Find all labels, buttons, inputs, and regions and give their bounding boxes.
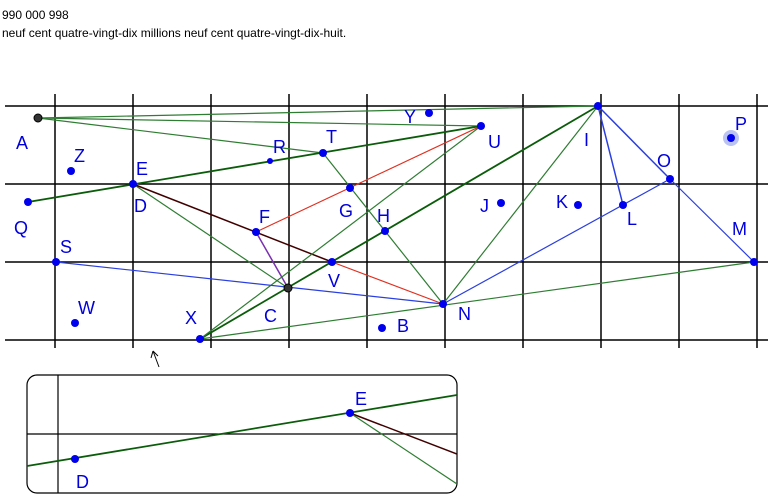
- segment-o-m[interactable]: [669, 178, 755, 263]
- label-o: O: [657, 151, 671, 171]
- point-t[interactable]: [319, 149, 327, 157]
- inset-segment-e-v: [349, 412, 457, 455]
- inset-segment-e-c: [349, 412, 457, 485]
- point-v[interactable]: [328, 258, 336, 266]
- point-k[interactable]: [574, 201, 582, 209]
- segment-e-v[interactable]: [132, 183, 333, 263]
- label-l: L: [627, 209, 637, 229]
- point-f[interactable]: [252, 228, 260, 236]
- label-b: B: [397, 316, 409, 336]
- segment-a-t[interactable]: [37, 117, 324, 154]
- label-h: H: [377, 206, 390, 226]
- zoom-inset[interactable]: E D: [26, 374, 458, 494]
- label-u: U: [488, 132, 501, 152]
- label-m: M: [732, 219, 747, 239]
- inset-label-e: E: [355, 389, 367, 409]
- point-a[interactable]: [33, 113, 43, 123]
- label-d: D: [134, 196, 147, 216]
- label-f: F: [259, 207, 270, 227]
- label-z: Z: [74, 146, 85, 166]
- label-n: N: [458, 304, 471, 324]
- point-q[interactable]: [24, 198, 32, 206]
- segment-t-h[interactable]: [322, 152, 386, 232]
- point-h[interactable]: [381, 227, 389, 235]
- label-i: I: [584, 130, 589, 150]
- point-labels: A Z Q S W E D X R T F C V G H Y B U N J …: [14, 107, 747, 336]
- point-m[interactable]: [750, 258, 758, 266]
- point-j[interactable]: [497, 199, 505, 207]
- label-v: V: [328, 271, 340, 291]
- label-x: X: [185, 308, 197, 328]
- label-k: K: [556, 192, 568, 212]
- point-g[interactable]: [346, 184, 354, 192]
- label-w: W: [78, 298, 95, 318]
- segment-x-m[interactable]: [199, 261, 755, 340]
- number-readout: 990 000 998: [2, 8, 69, 22]
- points: [24, 102, 758, 343]
- label-g: G: [339, 201, 353, 221]
- segment-q-u[interactable]: [27, 125, 482, 203]
- point-x[interactable]: [196, 335, 204, 343]
- label-e: E: [136, 159, 148, 179]
- label-p: P: [735, 114, 747, 134]
- point-z[interactable]: [67, 167, 75, 175]
- segment-i-o[interactable]: [597, 105, 671, 180]
- label-r: R: [273, 137, 286, 157]
- label-a: A: [16, 133, 28, 153]
- point-r[interactable]: [267, 158, 273, 164]
- segment-s-n[interactable]: [55, 261, 444, 305]
- inset-point-e[interactable]: [346, 409, 354, 417]
- segment-e-c[interactable]: [132, 183, 289, 289]
- point-e[interactable]: [129, 180, 137, 188]
- segment-i-l[interactable]: [597, 105, 624, 206]
- label-c: C: [264, 306, 277, 326]
- point-l[interactable]: [619, 201, 627, 209]
- segments: [27, 105, 755, 340]
- segment-n-i[interactable]: [442, 105, 599, 305]
- segment-f-c[interactable]: [255, 231, 289, 289]
- label-t: T: [326, 127, 337, 147]
- point-c[interactable]: [283, 283, 293, 293]
- segment-f-u[interactable]: [255, 125, 482, 233]
- label-q: Q: [14, 218, 28, 238]
- label-y: Y: [404, 107, 416, 127]
- label-s: S: [60, 237, 72, 257]
- point-i[interactable]: [594, 102, 602, 110]
- label-j: J: [480, 196, 489, 216]
- number-in-words: neuf cent quatre-vingt-dix millions neuf…: [2, 26, 347, 40]
- segment-a-i[interactable]: [37, 105, 599, 119]
- point-o[interactable]: [666, 175, 674, 183]
- segment-n-o[interactable]: [442, 178, 671, 305]
- point-u[interactable]: [477, 122, 485, 130]
- point-b[interactable]: [378, 324, 386, 332]
- point-p[interactable]: [727, 134, 735, 142]
- segment-h-n[interactable]: [384, 230, 444, 305]
- inset-segment-d-e: [27, 394, 457, 467]
- point-n[interactable]: [439, 300, 447, 308]
- segment-x-u[interactable]: [199, 125, 482, 340]
- point-s[interactable]: [52, 258, 60, 266]
- point-y[interactable]: [425, 109, 433, 117]
- point-w[interactable]: [71, 319, 79, 327]
- inset-label-d: D: [76, 472, 89, 492]
- arrow-icon: [150, 350, 160, 368]
- segment-a-u[interactable]: [37, 117, 482, 127]
- segment-x-i[interactable]: [199, 105, 599, 340]
- inset-point-d[interactable]: [71, 455, 79, 463]
- segment-v-n[interactable]: [331, 261, 444, 305]
